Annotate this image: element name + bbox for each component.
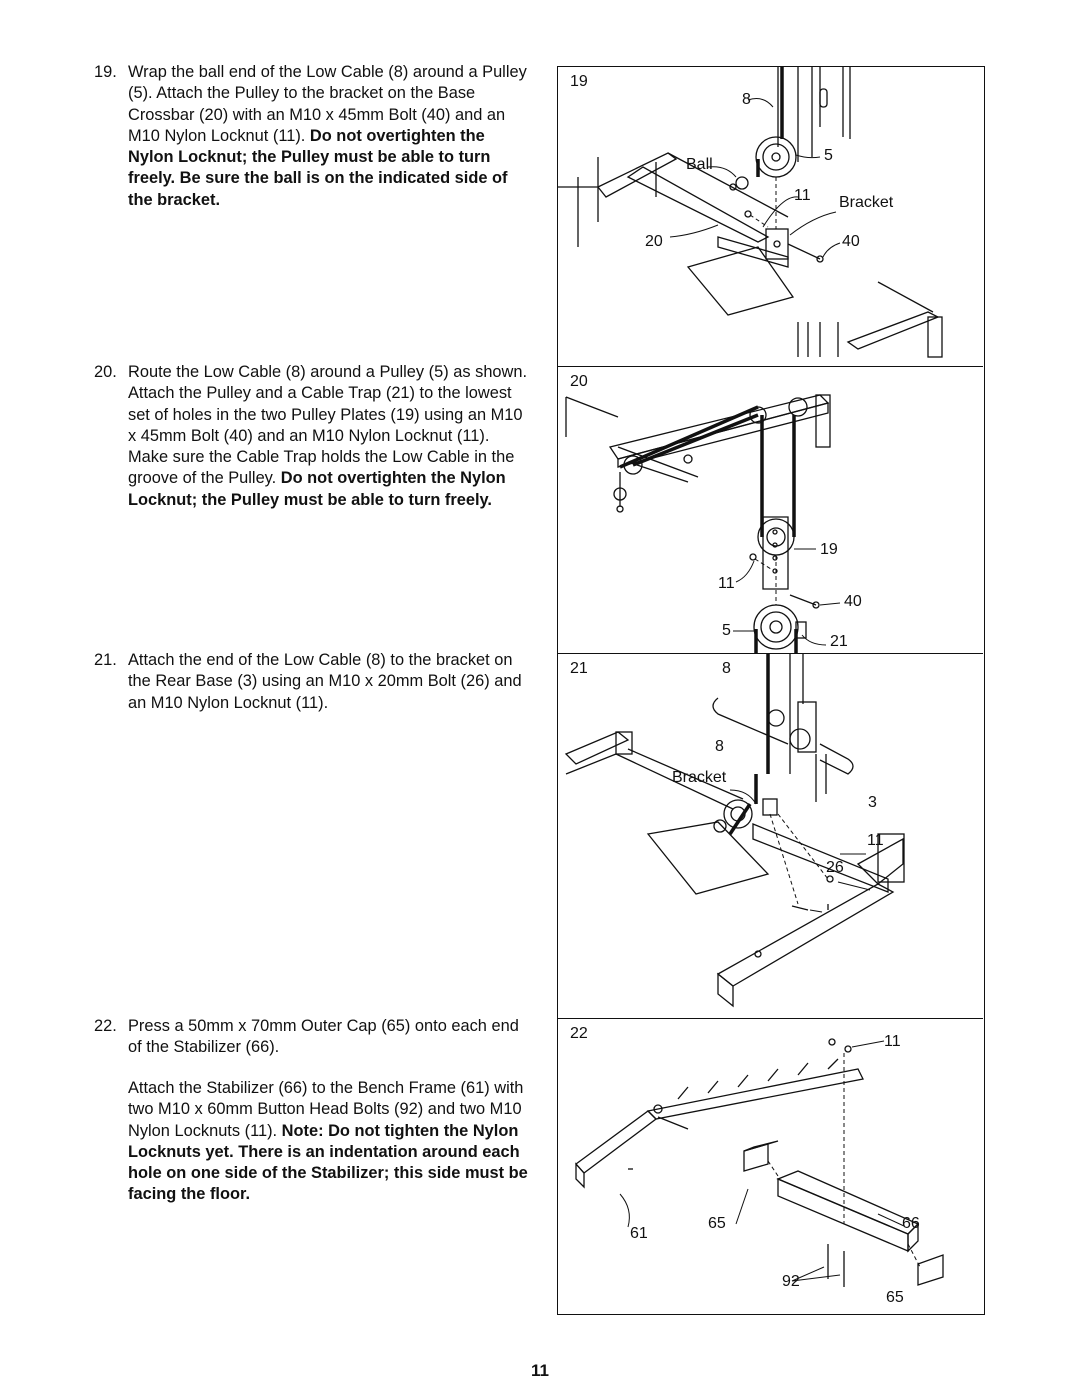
step-body: Attach the end of the Low Cable (8) to t… <box>128 651 522 712</box>
diagram-panel-20: 20 19 11 40 5 21 8 <box>558 366 983 677</box>
step-19: 19. Wrap the ball end of the Low Cable (… <box>94 62 530 211</box>
step-20: 20. Route the Low Cable (8) around a Pul… <box>94 362 530 511</box>
callout-bolt: 26 <box>826 859 844 876</box>
panel-number: 20 <box>570 373 588 390</box>
step-number: 22. <box>94 1017 117 1035</box>
callout-base-crossbar: 20 <box>645 233 663 250</box>
callout-low-cable: 8 <box>715 738 724 755</box>
callout-low-cable: 8 <box>742 91 751 108</box>
panel-number: 19 <box>570 73 588 90</box>
step-22-paragraph-2: Attach the Stabilizer (66) to the Bench … <box>94 1078 530 1206</box>
step-number: 21. <box>94 651 117 669</box>
callout-bolt: 40 <box>842 233 860 250</box>
callout-bench-frame: 61 <box>630 1225 648 1242</box>
callout-button-head-bolts: 92 <box>782 1273 800 1290</box>
callout-low-cable: 8 <box>722 660 731 677</box>
callout-ball: Ball <box>686 156 713 173</box>
callout-locknut: 11 <box>884 1033 901 1050</box>
rear-base-drawing <box>564 654 905 1008</box>
callout-bracket: Bracket <box>672 769 727 786</box>
callout-outer-cap: 65 <box>886 1289 904 1306</box>
callout-bracket: Bracket <box>839 194 894 211</box>
step-body: Attach the Stabilizer (66) to the Bench … <box>128 1079 524 1140</box>
callout-locknut: 11 <box>867 832 884 849</box>
step-warning: Do not overtighten the Nylon Locknut; th… <box>128 469 506 509</box>
step-warning: Do not overtighten the Nylon Locknut; th… <box>128 126 508 209</box>
step-text: Wrap the ball end of the Low Cable (8) a… <box>128 62 530 211</box>
callout-cable-trap: 21 <box>830 633 848 650</box>
callout-pulley-plates: 19 <box>820 541 838 558</box>
callout-outer-cap: 65 <box>708 1215 726 1232</box>
step-text: Route the Low Cable (8) around a Pulley … <box>128 362 530 511</box>
pulley-plates-drawing <box>565 394 841 654</box>
step-body: Route the Low Cable (8) around a Pulley … <box>128 363 528 488</box>
stabilizer-drawing <box>575 1038 944 1287</box>
callout-locknut: 11 <box>794 187 811 204</box>
step-text: Press a 50mm x 70mm Outer Cap (65) onto … <box>128 1016 530 1059</box>
panel-number: 21 <box>570 660 588 677</box>
step-22: 22. Press a 50mm x 70mm Outer Cap (65) o… <box>94 1016 530 1059</box>
callout-rear-base: 3 <box>868 794 877 811</box>
step-note: Note: Do not tighten the Nylon Locknuts … <box>128 1121 528 1204</box>
callout-pulley: 5 <box>824 147 833 164</box>
page-number: 11 <box>531 1361 549 1380</box>
step-number: 20. <box>94 363 117 381</box>
step-body: Wrap the ball end of the Low Cable (8) a… <box>128 63 527 145</box>
callout-stabilizer: 66 <box>902 1215 920 1232</box>
diagram-panel-19: 19 8 5 Ball 11 Bracket 20 40 <box>558 67 983 366</box>
step-text: Attach the end of the Low Cable (8) to t… <box>128 650 530 714</box>
step-number: 19. <box>94 63 117 81</box>
pulley-bracket-drawing <box>558 67 943 358</box>
callout-bolt: 40 <box>844 593 862 610</box>
step-21: 21. Attach the end of the Low Cable (8) … <box>94 650 530 714</box>
callout-locknut: 11 <box>718 575 735 592</box>
diagram-panel-21: 21 8 Bracket 3 11 26 <box>558 653 983 1019</box>
step-text: Attach the Stabilizer (66) to the Bench … <box>128 1078 530 1206</box>
callout-pulley: 5 <box>722 622 731 639</box>
panel-number: 22 <box>570 1025 588 1042</box>
diagram-frame: 19 8 5 Ball 11 Bracket 20 40 <box>557 66 985 1315</box>
diagram-panel-22: 22 11 61 65 66 92 65 <box>558 1018 983 1315</box>
step-body: Press a 50mm x 70mm Outer Cap (65) onto … <box>128 1017 519 1057</box>
